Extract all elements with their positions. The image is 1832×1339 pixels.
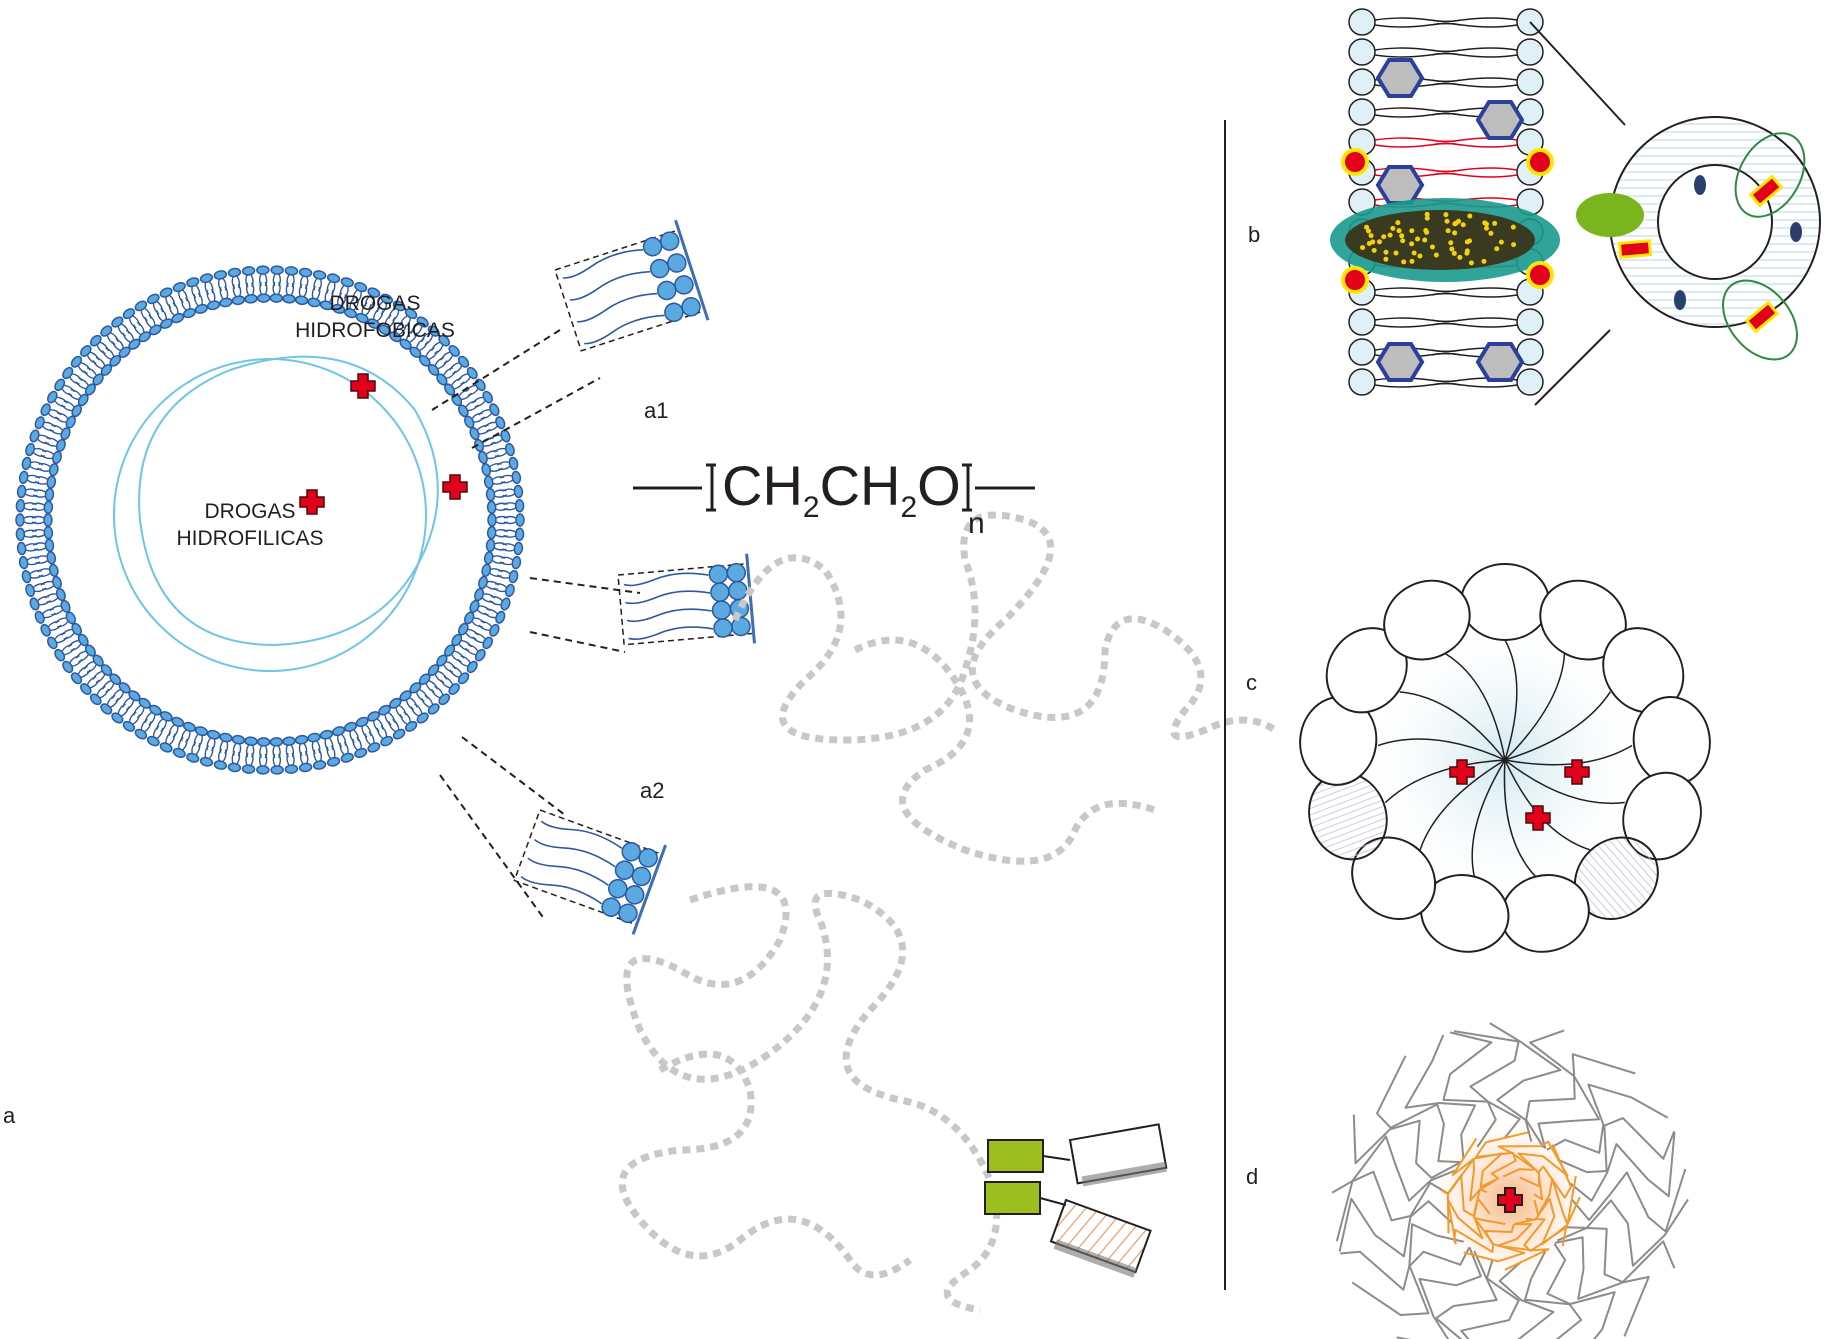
anchor-dot <box>1343 150 1367 174</box>
lipid <box>283 737 297 758</box>
lipid <box>17 541 38 555</box>
lipid <box>242 266 256 287</box>
lipid <box>504 514 524 526</box>
polymer-nanoparticle <box>1332 1023 1688 1339</box>
anchor-dot <box>1528 150 1552 174</box>
panel-label-a: a <box>3 1105 15 1127</box>
lipid <box>244 282 258 303</box>
lipid <box>91 663 114 685</box>
formula-repeat: n <box>968 466 985 522</box>
lipid <box>427 355 450 377</box>
lipid <box>214 270 230 292</box>
formula-ch-2: CH <box>820 454 901 517</box>
panel-b-complex <box>1330 9 1560 395</box>
lipid <box>500 554 522 569</box>
hydrophilic-label-line2: HIDROFILICAS <box>160 525 340 552</box>
polymeric-micelle <box>1295 564 1715 961</box>
hydrophilic-label-line1: DROGAS <box>160 498 340 525</box>
hydrophobic-drug-icon-2 <box>443 475 467 499</box>
lipid <box>503 500 524 513</box>
hydrophilic-drugs-label: DROGAS HIDROFILICAS <box>160 498 340 552</box>
lipid <box>257 266 270 286</box>
lipid <box>257 754 270 774</box>
lipid <box>488 514 508 526</box>
lipid <box>16 527 37 540</box>
hydrophobic-drugs-label: DROGAS HIDROFOBICAS <box>275 290 475 344</box>
bilayer-segment-middle <box>617 554 754 655</box>
formula-sub-1: 2 <box>803 491 820 524</box>
lipid <box>295 735 310 757</box>
lipid <box>257 738 270 758</box>
lipid <box>91 355 114 377</box>
anchor-dot <box>1343 268 1367 292</box>
hydrophobic-drug-icon <box>351 374 375 398</box>
peg-formula: CH2CH2O <box>722 458 961 523</box>
bilayer-segment-a2 <box>511 801 666 935</box>
lipid <box>487 500 508 513</box>
lipid <box>34 551 56 566</box>
panel-label-c: c <box>1246 672 1257 694</box>
lipid <box>16 500 37 513</box>
lipid <box>486 487 507 501</box>
formula-ch-1: CH <box>722 454 803 517</box>
hydrophobic-label-line2: HIDROFOBICAS <box>275 317 475 344</box>
formula-sub-2: 2 <box>900 491 917 524</box>
lipid <box>230 284 245 306</box>
panel-label-a1: a1 <box>644 400 668 422</box>
lipid <box>311 748 327 770</box>
lipid <box>484 474 506 489</box>
lipid <box>427 663 450 685</box>
panel-b-vesicle <box>1576 117 1820 374</box>
lipid <box>297 268 312 290</box>
antibody <box>985 1124 1167 1277</box>
lipid <box>228 751 243 773</box>
panel-label-d: d <box>1246 1166 1258 1188</box>
lipid <box>32 500 53 513</box>
lipid <box>311 270 327 292</box>
lipid <box>32 526 53 539</box>
lipid <box>486 539 507 553</box>
lipid <box>503 527 524 540</box>
lipid <box>100 672 123 695</box>
lipid <box>33 487 54 501</box>
lipid <box>228 268 243 290</box>
formula-o: O <box>917 454 961 517</box>
lipid <box>487 526 508 539</box>
lipid <box>271 754 284 774</box>
lipid <box>19 471 41 486</box>
lipid <box>244 737 258 758</box>
lipid <box>418 345 441 368</box>
micelle-head <box>1461 564 1549 640</box>
panel-label-a2: a2 <box>640 780 664 802</box>
lipid <box>284 266 298 287</box>
lipid <box>284 753 298 774</box>
lipid <box>271 266 284 286</box>
formula-n: n <box>968 507 985 540</box>
lipid <box>257 282 270 302</box>
lipid <box>100 345 123 368</box>
lipid <box>418 672 441 695</box>
lipid <box>502 485 523 499</box>
lipid <box>500 471 522 486</box>
lipid <box>242 753 256 774</box>
anchor-dot <box>1528 263 1552 287</box>
lipid <box>214 748 230 770</box>
lipid <box>32 514 52 526</box>
lipid <box>19 554 41 569</box>
bilayer-segment-a1 <box>552 220 708 360</box>
lipid <box>16 514 36 526</box>
lipid <box>502 541 523 555</box>
green-ligand <box>1576 193 1644 237</box>
hydrophobic-label-line1: DROGAS <box>275 290 475 317</box>
lipid <box>33 539 54 553</box>
lipid <box>297 751 312 773</box>
panel-label-b: b <box>1248 224 1260 246</box>
lipid <box>17 485 38 499</box>
lipid <box>270 738 283 758</box>
